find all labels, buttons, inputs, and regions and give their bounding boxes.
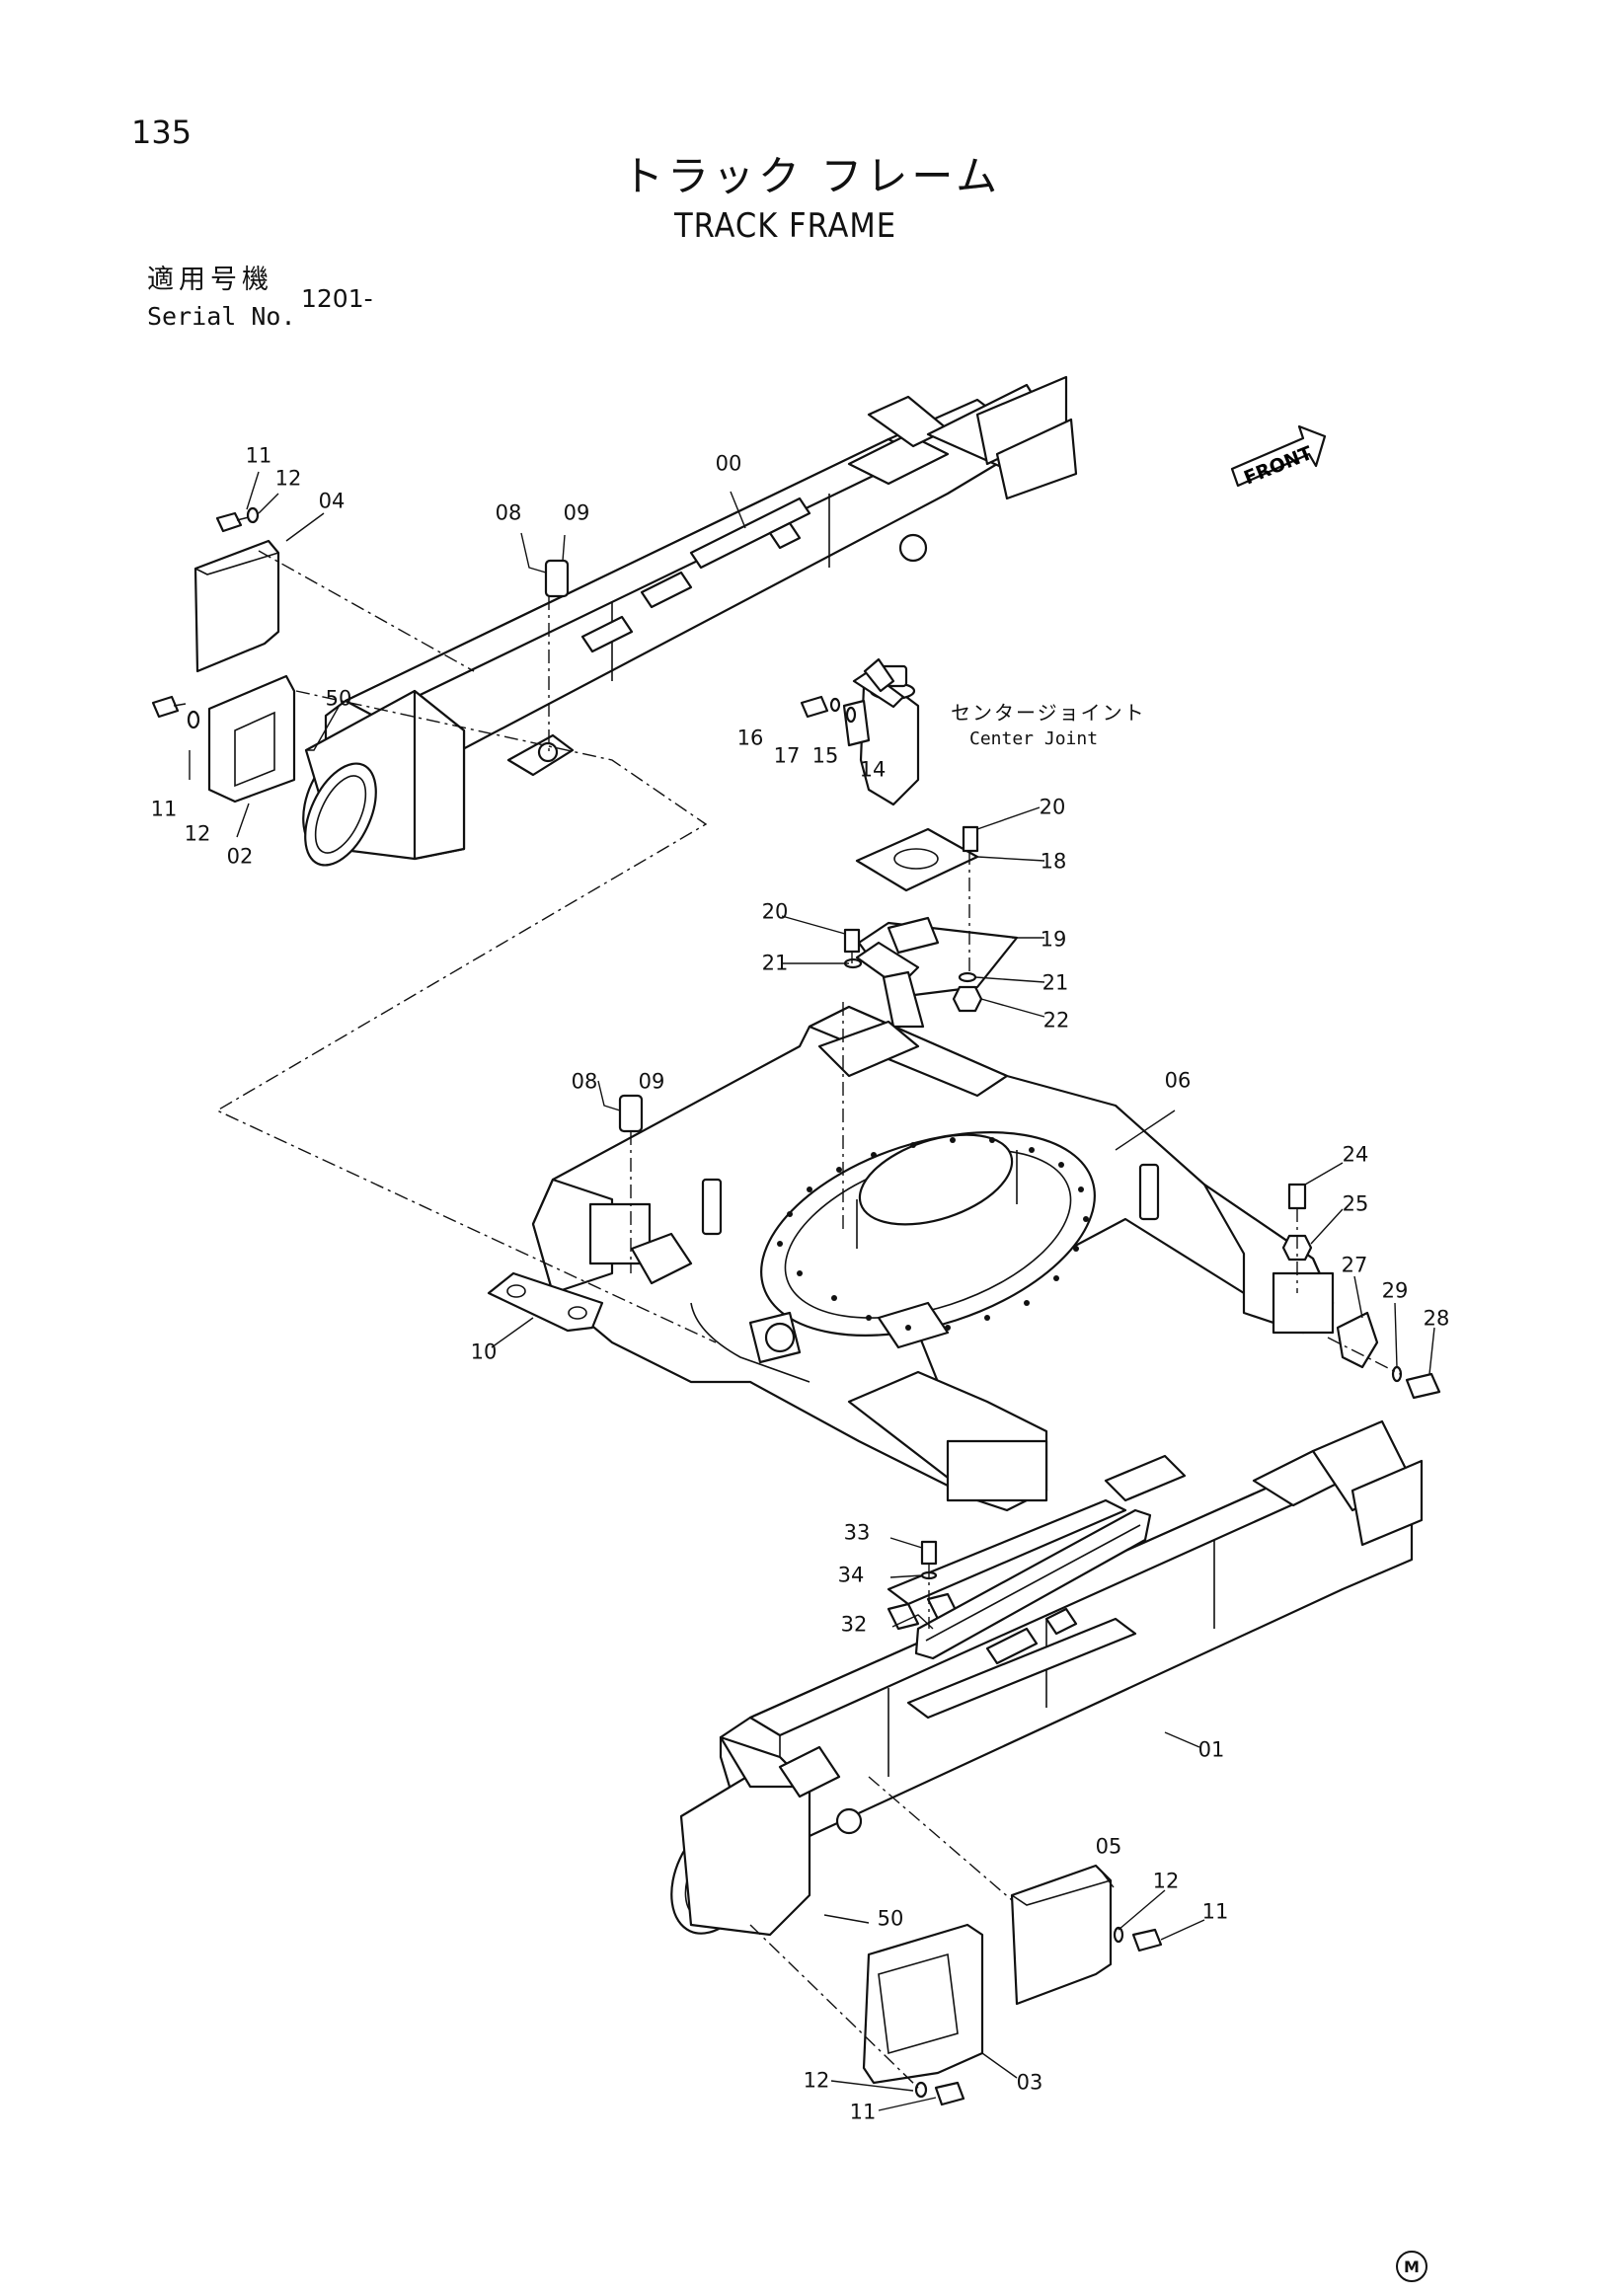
callout-14: 14 (859, 757, 887, 782)
bolt-20-upper (962, 825, 979, 853)
track-frame-upper (302, 375, 1078, 867)
callout-21-a: 21 (761, 951, 789, 975)
callout-24: 24 (1342, 1142, 1369, 1167)
callout-20-b: 20 (761, 899, 789, 924)
pin-09-lower (618, 1094, 644, 1133)
callout-12-d: 12 (803, 2068, 830, 2093)
serial-value: 1201- (301, 284, 373, 313)
callout-16: 16 (736, 726, 764, 750)
callout-19: 19 (1040, 927, 1067, 952)
callout-20-a: 20 (1039, 795, 1066, 819)
cover-05 (1010, 1864, 1113, 2006)
callout-18: 18 (1040, 849, 1067, 874)
callout-25: 25 (1342, 1191, 1369, 1216)
center-frame (531, 1005, 1335, 1512)
callout-03: 03 (1016, 2070, 1043, 2095)
cover-04 (193, 539, 280, 673)
callout-09-a: 09 (563, 500, 590, 525)
callout-11-a: 11 (245, 443, 272, 468)
callout-02: 02 (226, 844, 254, 869)
page-title-en: TRACK FRAME (674, 206, 897, 246)
pin-09-upper (544, 559, 570, 598)
center-joint-assembly (800, 657, 1019, 1029)
center-joint-label-jp: センタージョイント (951, 701, 1146, 725)
callout-12-b: 12 (184, 821, 211, 846)
link-10 (487, 1271, 604, 1333)
bolt-11-bottom (934, 2081, 965, 2106)
callout-33: 33 (843, 1520, 871, 1545)
callout-21-b: 21 (1041, 970, 1069, 995)
plate-18 (855, 827, 979, 892)
track-guard-32 (914, 1508, 1152, 1660)
callout-11-c: 11 (1201, 1899, 1229, 1924)
bracket-27 (1336, 1311, 1379, 1369)
bolt-28 (1405, 1372, 1441, 1400)
front-direction-arrow: FRONT (1230, 424, 1327, 490)
callout-11-d: 11 (849, 2100, 877, 2124)
callout-12-c: 12 (1152, 1869, 1180, 1893)
callout-12-a: 12 (274, 466, 302, 491)
callout-06: 06 (1164, 1068, 1192, 1093)
callout-08-a: 08 (495, 500, 522, 525)
callout-09-b: 09 (638, 1069, 665, 1094)
page-title-jp: トラック フレーム (622, 152, 1002, 200)
callout-10: 10 (470, 1339, 498, 1364)
bolt-11-lower (151, 695, 180, 719)
callout-00: 00 (715, 451, 742, 476)
callout-27: 27 (1341, 1253, 1368, 1277)
bolt-33 (920, 1540, 938, 1566)
cover-03 (862, 1923, 984, 2085)
callout-04: 04 (318, 489, 346, 513)
callout-17: 17 (773, 743, 801, 768)
center-joint-label-en: Center Joint (969, 728, 1099, 749)
footer-m-mark: M (1396, 2251, 1427, 2282)
serial-label-en: Serial No. (147, 302, 296, 331)
page-number: 135 (131, 114, 193, 151)
cover-02 (207, 674, 296, 804)
callout-34: 34 (837, 1563, 865, 1587)
callout-50-a: 50 (325, 686, 352, 711)
bolt-24 (1287, 1183, 1307, 1210)
callout-29: 29 (1381, 1278, 1409, 1303)
bolt-11-upper (215, 511, 243, 533)
callout-01: 01 (1197, 1737, 1225, 1762)
callout-28: 28 (1423, 1306, 1450, 1331)
bolt-11-right (1131, 1928, 1163, 1952)
bolt-20-lower (843, 928, 861, 954)
callout-05: 05 (1095, 1834, 1122, 1859)
callout-22: 22 (1042, 1008, 1070, 1033)
nut-22 (952, 985, 983, 1013)
track-frame-lower (670, 1419, 1424, 1937)
callout-32: 32 (840, 1612, 868, 1637)
center-ring-bolt-holes (777, 1137, 1089, 1331)
serial-label-jp: 適用号機 (147, 265, 273, 295)
callout-15: 15 (811, 743, 839, 768)
bolt-16 (800, 695, 829, 719)
callout-50-b: 50 (877, 1906, 904, 1931)
callout-08-b: 08 (571, 1069, 598, 1094)
callout-11-b: 11 (150, 797, 178, 821)
